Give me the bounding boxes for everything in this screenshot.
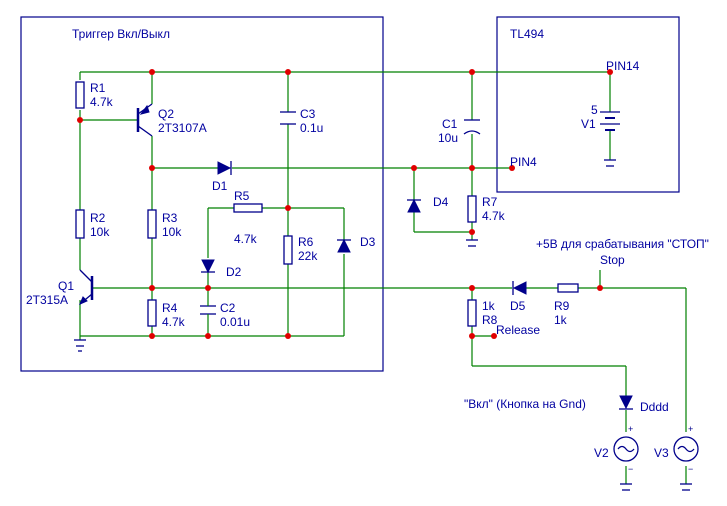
diode-dddd: Dddd [619, 395, 669, 414]
svg-text:R6: R6 [298, 235, 314, 249]
resistor-r8: 1k R8 [467, 299, 498, 327]
svg-text:V3: V3 [654, 446, 669, 460]
svg-text:D4: D4 [433, 195, 449, 209]
battery-v1: 5 V1 [581, 103, 620, 131]
resistor-r1: R1 4.7k [75, 81, 114, 109]
svg-text:−: − [628, 464, 633, 474]
svg-text:0.1u: 0.1u [300, 121, 323, 135]
stop-note: +5В для срабатывания "СТОП" [536, 237, 709, 251]
svg-text:R1: R1 [90, 81, 106, 95]
svg-text:Q1: Q1 [58, 279, 74, 293]
svg-text:D1: D1 [212, 179, 228, 193]
pin14-label: PIN14 [606, 59, 640, 73]
svg-text:V2: V2 [594, 446, 609, 460]
svg-text:D2: D2 [226, 265, 242, 279]
svg-text:R8: R8 [482, 313, 498, 327]
svg-text:4.7k: 4.7k [90, 95, 114, 109]
diode-d4: D4 [407, 195, 449, 213]
source-v3: + − V3 [654, 424, 699, 474]
stop-label: Stop [600, 253, 625, 267]
svg-text:R5: R5 [234, 189, 250, 203]
svg-text:R9: R9 [554, 299, 570, 313]
svg-text:4.7k: 4.7k [234, 232, 258, 246]
resistor-r2: R2 10k [75, 209, 110, 239]
resistor-r3: R3 10k [147, 209, 182, 239]
diode-d1: D1 [212, 161, 232, 193]
svg-text:+: + [628, 424, 633, 434]
svg-text:10k: 10k [162, 225, 182, 239]
svg-text:R3: R3 [162, 211, 178, 225]
svg-text:−: − [688, 464, 693, 474]
diode-d5: D5 [510, 281, 527, 313]
svg-text:4.7k: 4.7k [482, 209, 506, 223]
wires [79, 71, 687, 484]
pin4-label: PIN4 [510, 155, 537, 169]
svg-text:+: + [688, 424, 693, 434]
diode-d2: D2 [201, 259, 242, 279]
svg-text:D3: D3 [360, 235, 376, 249]
svg-text:10k: 10k [90, 225, 110, 239]
transistor-q2: Q2 2T3107A [136, 103, 207, 137]
tl494-block-title: TL494 [510, 27, 544, 41]
resistor-r4: R4 4.7k [147, 299, 186, 329]
svg-text:R2: R2 [90, 211, 106, 225]
source-v2: + − V2 [594, 424, 639, 474]
resistor-r6: R6 22k [283, 235, 318, 265]
svg-text:2T315A: 2T315A [26, 293, 68, 307]
svg-text:5: 5 [591, 103, 598, 117]
svg-text:22k: 22k [298, 249, 318, 263]
svg-text:V1: V1 [581, 117, 596, 131]
svg-text:C1: C1 [442, 117, 458, 131]
svg-text:Dddd: Dddd [640, 400, 669, 414]
svg-text:0.01u: 0.01u [220, 315, 250, 329]
capacitor-c1: C1 10u [438, 117, 481, 145]
ground-symbols [74, 159, 692, 491]
tl494-block-outline [496, 16, 680, 193]
resistor-r5: R5 4.7k [233, 189, 263, 246]
release-label: Release [496, 323, 540, 337]
svg-text:Q2: Q2 [158, 107, 174, 121]
capacitor-c2: C2 0.01u [200, 300, 250, 329]
svg-text:C2: C2 [220, 301, 236, 315]
svg-text:4.7k: 4.7k [162, 315, 186, 329]
svg-text:R7: R7 [482, 195, 498, 209]
resistor-r7: R7 4.7k [467, 195, 506, 223]
trigger-block-outline [20, 16, 384, 372]
junctions [77, 69, 613, 339]
svg-text:C3: C3 [300, 107, 316, 121]
diode-d3: D3 [337, 235, 376, 253]
svg-text:R4: R4 [162, 301, 178, 315]
resistor-r9: R9 1k [554, 283, 579, 327]
transistor-q1: Q1 2T315A [26, 269, 94, 307]
svg-text:2T3107A: 2T3107A [158, 121, 207, 135]
svg-text:D5: D5 [510, 299, 526, 313]
svg-text:10u: 10u [438, 131, 458, 145]
capacitor-c3: C3 0.1u [280, 107, 323, 135]
trigger-block-title: Триггер Вкл/Выкл [72, 27, 170, 41]
button-note: "Вкл" (Кнопка на Gnd) [464, 397, 586, 411]
svg-text:1k: 1k [482, 299, 496, 313]
svg-text:1k: 1k [554, 313, 568, 327]
